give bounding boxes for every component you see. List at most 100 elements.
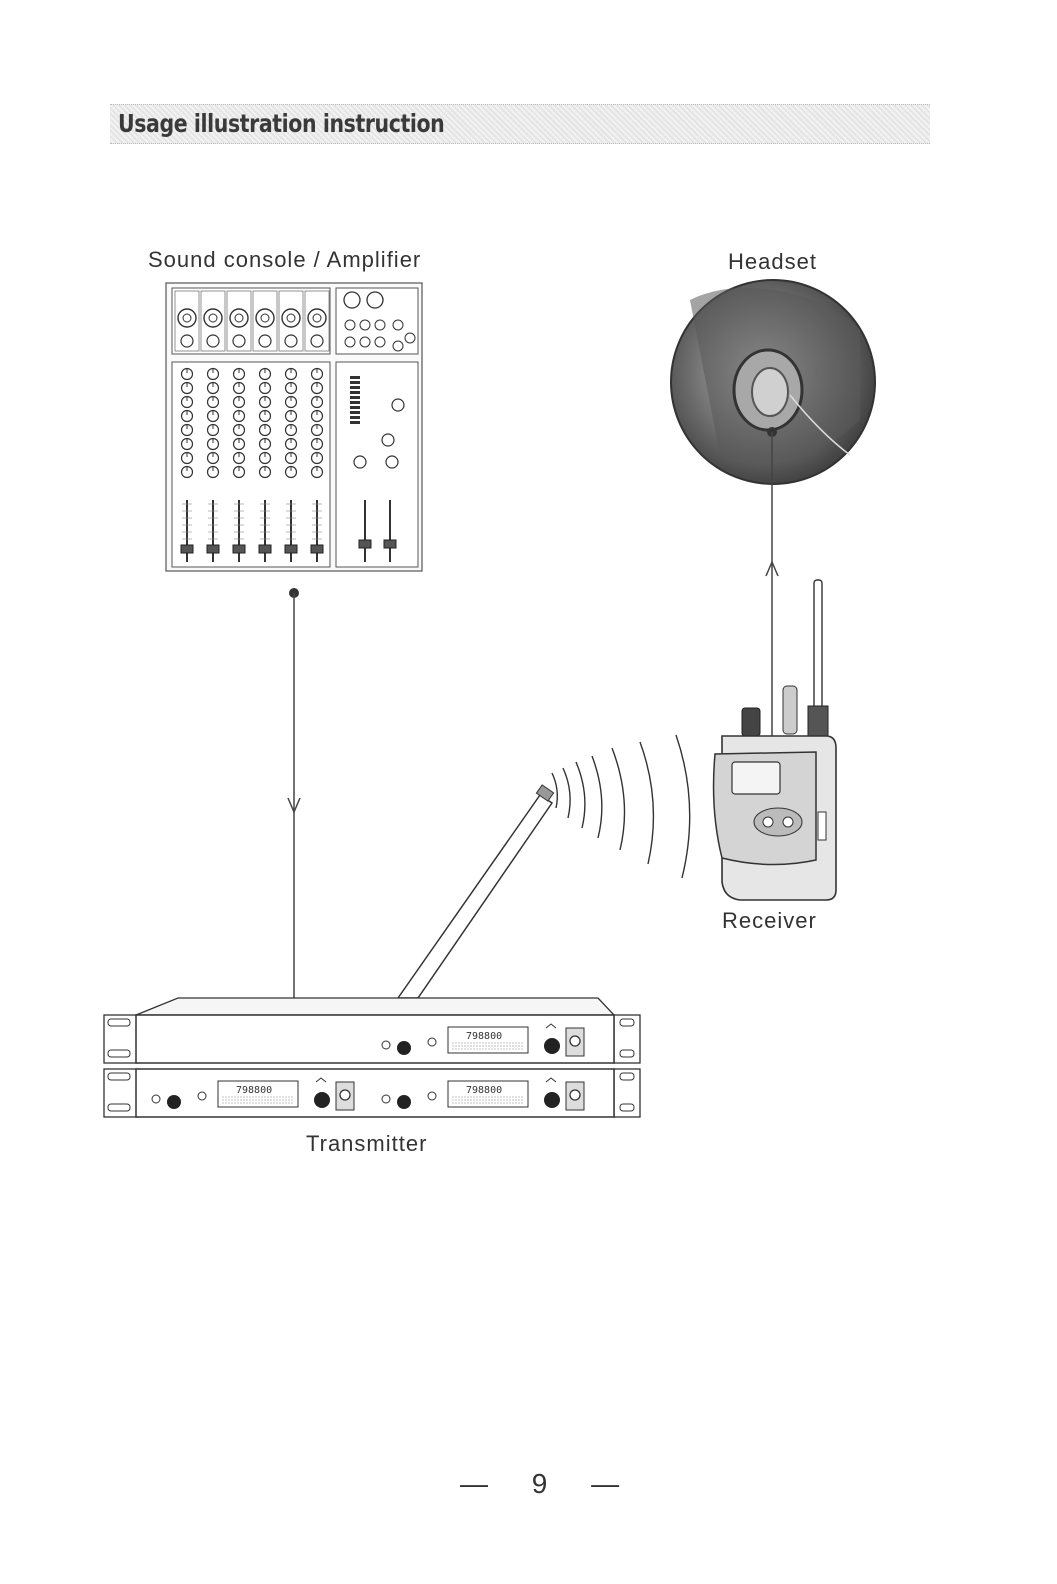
rotary-knob-icon xyxy=(180,395,194,409)
arrow-down-icon xyxy=(287,797,301,814)
xlr-jack-icon xyxy=(229,308,249,328)
rotary-knob-icon xyxy=(180,367,194,381)
output-jack-icon xyxy=(344,336,356,348)
channel-strip-input xyxy=(304,290,330,352)
output-jack-icon xyxy=(359,336,371,348)
rotary-knob-icon xyxy=(310,437,324,451)
level-meter-led xyxy=(350,401,360,404)
xlr-jack-inner xyxy=(312,313,322,323)
rotary-knob-icon xyxy=(206,409,220,423)
line-jack-icon xyxy=(232,334,246,348)
rotary-knob-icon xyxy=(310,451,324,465)
power-icon xyxy=(569,1035,581,1047)
xlr-jack-inner xyxy=(286,313,296,323)
rotary-knob-icon xyxy=(206,423,220,437)
rotary-knob-icon xyxy=(232,451,246,465)
headset-illustration xyxy=(670,279,876,485)
frequency-display xyxy=(447,1026,529,1054)
xlr-inputs xyxy=(174,290,416,352)
xlr-jack-inner xyxy=(182,313,192,323)
output-jack-icon xyxy=(344,319,356,331)
output-jack-icon xyxy=(404,332,416,344)
transmitter-rack: 798800 798800 798800 xyxy=(103,997,641,1118)
rotary-knob-icon xyxy=(284,451,298,465)
select-knob xyxy=(544,1092,560,1108)
sync-button-icon xyxy=(427,1091,437,1101)
rotary-knob-icon xyxy=(258,395,272,409)
rotary-knob-icon xyxy=(310,465,324,479)
headphone-jack-icon xyxy=(381,1094,391,1104)
xlr-jack-icon xyxy=(343,291,361,309)
rotary-knob-icon xyxy=(284,381,298,395)
level-meter-led xyxy=(350,376,360,379)
rotary-knob-icon xyxy=(353,455,367,469)
rotary-knob-icon xyxy=(232,395,246,409)
xlr-jack-icon xyxy=(177,308,197,328)
rotary-knob-icon xyxy=(310,409,324,423)
rotary-knob-icon xyxy=(385,455,399,469)
rotary-knob-icon xyxy=(310,381,324,395)
rotary-knob-icon xyxy=(206,395,220,409)
line-jack-icon xyxy=(310,334,324,348)
sync-button-icon xyxy=(197,1091,207,1101)
level-meter-led xyxy=(350,411,360,414)
sync-button-icon xyxy=(427,1037,437,1047)
rotary-knob-icon xyxy=(232,423,246,437)
master-section xyxy=(350,376,405,562)
xlr-jack-inner xyxy=(208,313,218,323)
fader-cap xyxy=(180,544,194,554)
rotary-knob-icon xyxy=(258,409,272,423)
frequency-display xyxy=(447,1080,529,1108)
frequency-readout: 798800 xyxy=(466,1031,502,1042)
mixer-console-illustration xyxy=(165,282,423,572)
rotary-knob-icon xyxy=(232,465,246,479)
section-title: Usage illustration instruction xyxy=(118,109,445,138)
select-knob xyxy=(314,1092,330,1108)
fader-cap xyxy=(383,539,397,549)
fader-cap xyxy=(206,544,220,554)
level-meter-led xyxy=(350,391,360,394)
output-jack-icon xyxy=(392,340,404,352)
rotary-knob-icon xyxy=(284,423,298,437)
channel-knobs xyxy=(180,367,324,479)
level-meter-led xyxy=(350,416,360,419)
rotary-knob-icon xyxy=(284,409,298,423)
console-label: Sound console / Amplifier xyxy=(148,247,422,272)
rotary-knob-icon xyxy=(258,437,272,451)
headphone-volume-knob xyxy=(167,1095,181,1109)
line-jack-icon xyxy=(284,334,298,348)
rotary-knob-icon xyxy=(258,367,272,381)
bodypack-receiver-illustration xyxy=(712,579,837,901)
rotary-knob-icon xyxy=(206,367,220,381)
level-meter-led xyxy=(350,386,360,389)
power-icon xyxy=(569,1089,581,1101)
headphone-jack-icon xyxy=(381,1040,391,1050)
xlr-jack-icon xyxy=(281,308,301,328)
xlr-jack-icon xyxy=(366,291,384,309)
rotary-knob-icon xyxy=(258,465,272,479)
xlr-jack-icon xyxy=(203,308,223,328)
transmitter-channel-bottom-left: 798800 xyxy=(151,1077,355,1111)
rotary-knob-icon xyxy=(206,451,220,465)
rotary-knob-icon xyxy=(232,367,246,381)
rotary-knob-icon xyxy=(206,465,220,479)
channel-strip-input xyxy=(226,290,252,352)
rotary-knob-icon xyxy=(232,437,246,451)
rotary-knob-icon xyxy=(180,409,194,423)
rotary-knob-icon xyxy=(258,381,272,395)
transmitter-label: Transmitter xyxy=(306,1131,428,1156)
page-number: — 9 — xyxy=(460,1468,638,1499)
frequency-readout: 798800 xyxy=(466,1085,502,1096)
rotary-knob-icon xyxy=(206,437,220,451)
receiver-antenna xyxy=(813,579,823,711)
rotary-knob-icon xyxy=(180,437,194,451)
line-jack-icon xyxy=(258,334,272,348)
rotary-knob-icon xyxy=(232,381,246,395)
rotary-knob-icon xyxy=(284,367,298,381)
rotary-knob-icon xyxy=(180,381,194,395)
level-meter-led xyxy=(350,396,360,399)
channel-faders xyxy=(180,500,324,562)
receiver-lcd xyxy=(731,761,781,795)
select-knob xyxy=(544,1038,560,1054)
rotary-knob-icon xyxy=(310,423,324,437)
